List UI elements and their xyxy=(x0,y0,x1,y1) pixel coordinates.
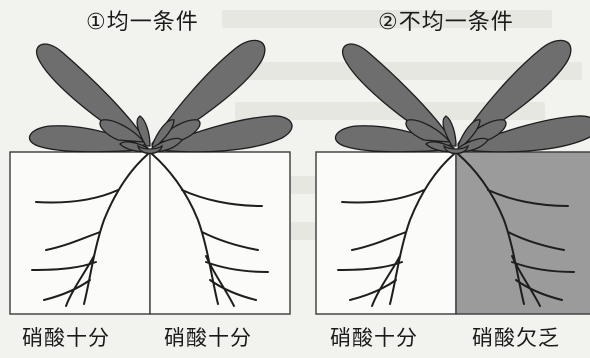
panel-uniform xyxy=(10,40,292,314)
left-box-uniform xyxy=(10,152,150,314)
panel-nonuniform xyxy=(316,40,590,314)
left-box-nonuniform xyxy=(316,152,456,314)
right-box-nonuniform xyxy=(456,152,590,314)
label-uniform-right: 硝酸十分 xyxy=(164,322,252,352)
panel-title-uniform: ①均一条件 xyxy=(86,4,199,36)
label-nonuniform-right: 硝酸欠乏 xyxy=(472,322,560,352)
label-uniform-left: 硝酸十分 xyxy=(22,322,110,352)
label-nonuniform-left: 硝酸十分 xyxy=(330,322,418,352)
right-box-uniform xyxy=(150,152,290,314)
panel-title-nonuniform: ②不均一条件 xyxy=(378,4,514,36)
